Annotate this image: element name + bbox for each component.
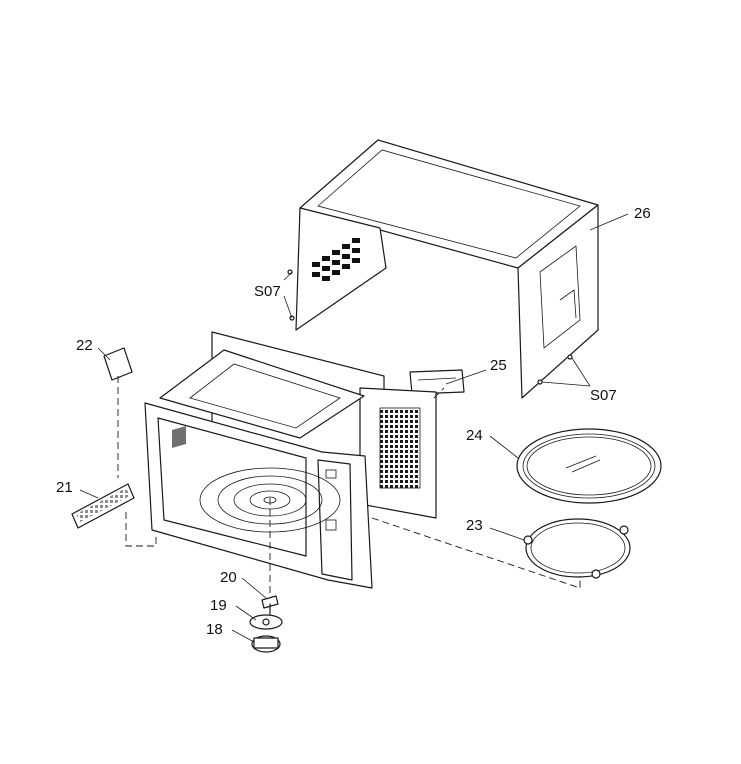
part-20-coupler	[261, 595, 279, 615]
part-18-motor	[251, 635, 281, 653]
part-21-waveguide-cover	[71, 483, 135, 529]
part-24-glass-tray	[516, 428, 662, 504]
label-26: 26	[634, 205, 651, 222]
label-21: 21	[56, 479, 73, 496]
label-s07-right: S07	[590, 387, 617, 404]
part-25-bracket	[409, 369, 465, 395]
label-22: 22	[76, 337, 93, 354]
assembly-lines	[117, 376, 581, 596]
label-19: 19	[210, 597, 227, 614]
label-18: 18	[206, 621, 223, 638]
label-24: 24	[466, 427, 483, 444]
callout-labels: 26 25 24 23 22 21 20 19 18 S07 S07	[56, 205, 651, 638]
label-25: 25	[490, 357, 507, 374]
vent-slots	[312, 238, 360, 281]
label-23: 23	[466, 517, 483, 534]
leader-lines	[79, 213, 629, 643]
part-19-roller	[249, 614, 283, 630]
part-22-cover-plate	[103, 347, 133, 381]
oven-chassis	[144, 331, 437, 589]
part-23-roller-ring	[523, 518, 631, 579]
label-s07-left: S07	[254, 283, 281, 300]
label-20: 20	[220, 569, 237, 586]
part-26-outer-cabinet	[287, 139, 599, 399]
